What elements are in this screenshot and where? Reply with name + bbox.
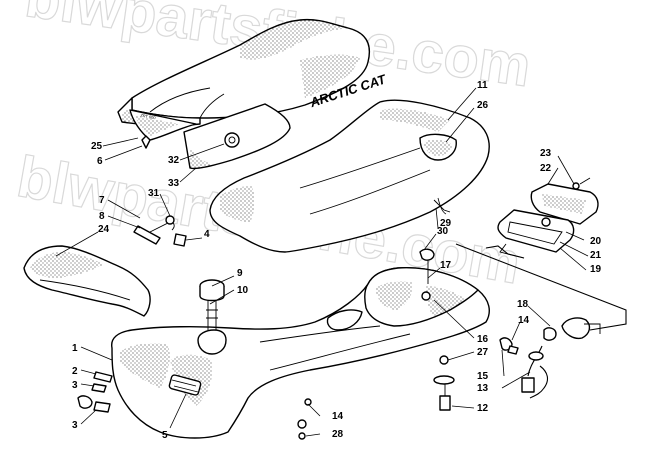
rear-cowl xyxy=(209,99,490,253)
main-body-tunnel xyxy=(111,267,490,439)
callout-14-lower: 14 xyxy=(332,411,344,422)
seat-decal-label: ZRT 600 xyxy=(140,113,157,121)
callout-29: 29 xyxy=(440,218,452,229)
callout-15: 15 xyxy=(477,371,489,382)
side-panel xyxy=(23,245,151,317)
callout-numbers: 1 2 3 3 4 5 6 7 8 9 10 11 12 13 14 14 15… xyxy=(72,80,602,441)
callout-10: 10 xyxy=(237,285,249,296)
callout-3-lower: 3 xyxy=(72,420,78,431)
callout-30: 30 xyxy=(437,226,449,237)
fuel-cap-boss xyxy=(197,329,227,355)
fuel-filler-neck xyxy=(199,279,225,330)
callout-13: 13 xyxy=(477,383,489,394)
callout-33: 33 xyxy=(168,178,180,189)
seat-fastener xyxy=(224,132,240,148)
callout-2: 2 xyxy=(72,366,78,377)
callout-26: 26 xyxy=(477,100,489,111)
callout-9: 9 xyxy=(237,268,243,279)
callout-32: 32 xyxy=(168,155,180,166)
hood-latch-insert xyxy=(168,374,202,396)
callout-7: 7 xyxy=(99,195,105,206)
callout-17: 17 xyxy=(440,260,452,271)
callout-21: 21 xyxy=(590,250,602,261)
callout-14-upper: 14 xyxy=(518,315,530,326)
callout-18: 18 xyxy=(517,299,529,310)
callout-22: 22 xyxy=(540,163,552,174)
callout-24: 24 xyxy=(98,224,110,235)
callout-16: 16 xyxy=(477,334,489,345)
callout-31: 31 xyxy=(148,188,160,199)
callout-27: 27 xyxy=(477,347,489,358)
callout-11: 11 xyxy=(477,80,488,91)
callout-3-upper: 3 xyxy=(72,380,78,391)
hinge-pin xyxy=(133,225,161,245)
callout-4: 4 xyxy=(204,229,210,240)
callout-12: 12 xyxy=(477,403,489,414)
callout-25: 25 xyxy=(91,141,103,152)
seat-base-panel xyxy=(183,103,291,170)
brake-switch-harness xyxy=(455,243,627,399)
callout-28: 28 xyxy=(332,429,344,440)
callout-5: 5 xyxy=(162,430,168,441)
callout-6: 6 xyxy=(97,156,103,167)
callout-20: 20 xyxy=(590,236,602,247)
callout-leaders xyxy=(55,87,589,437)
callout-19: 19 xyxy=(590,264,602,275)
callout-23: 23 xyxy=(540,148,552,159)
callout-1: 1 xyxy=(72,343,78,354)
callout-8: 8 xyxy=(99,211,105,222)
taillight-assembly xyxy=(485,183,599,259)
